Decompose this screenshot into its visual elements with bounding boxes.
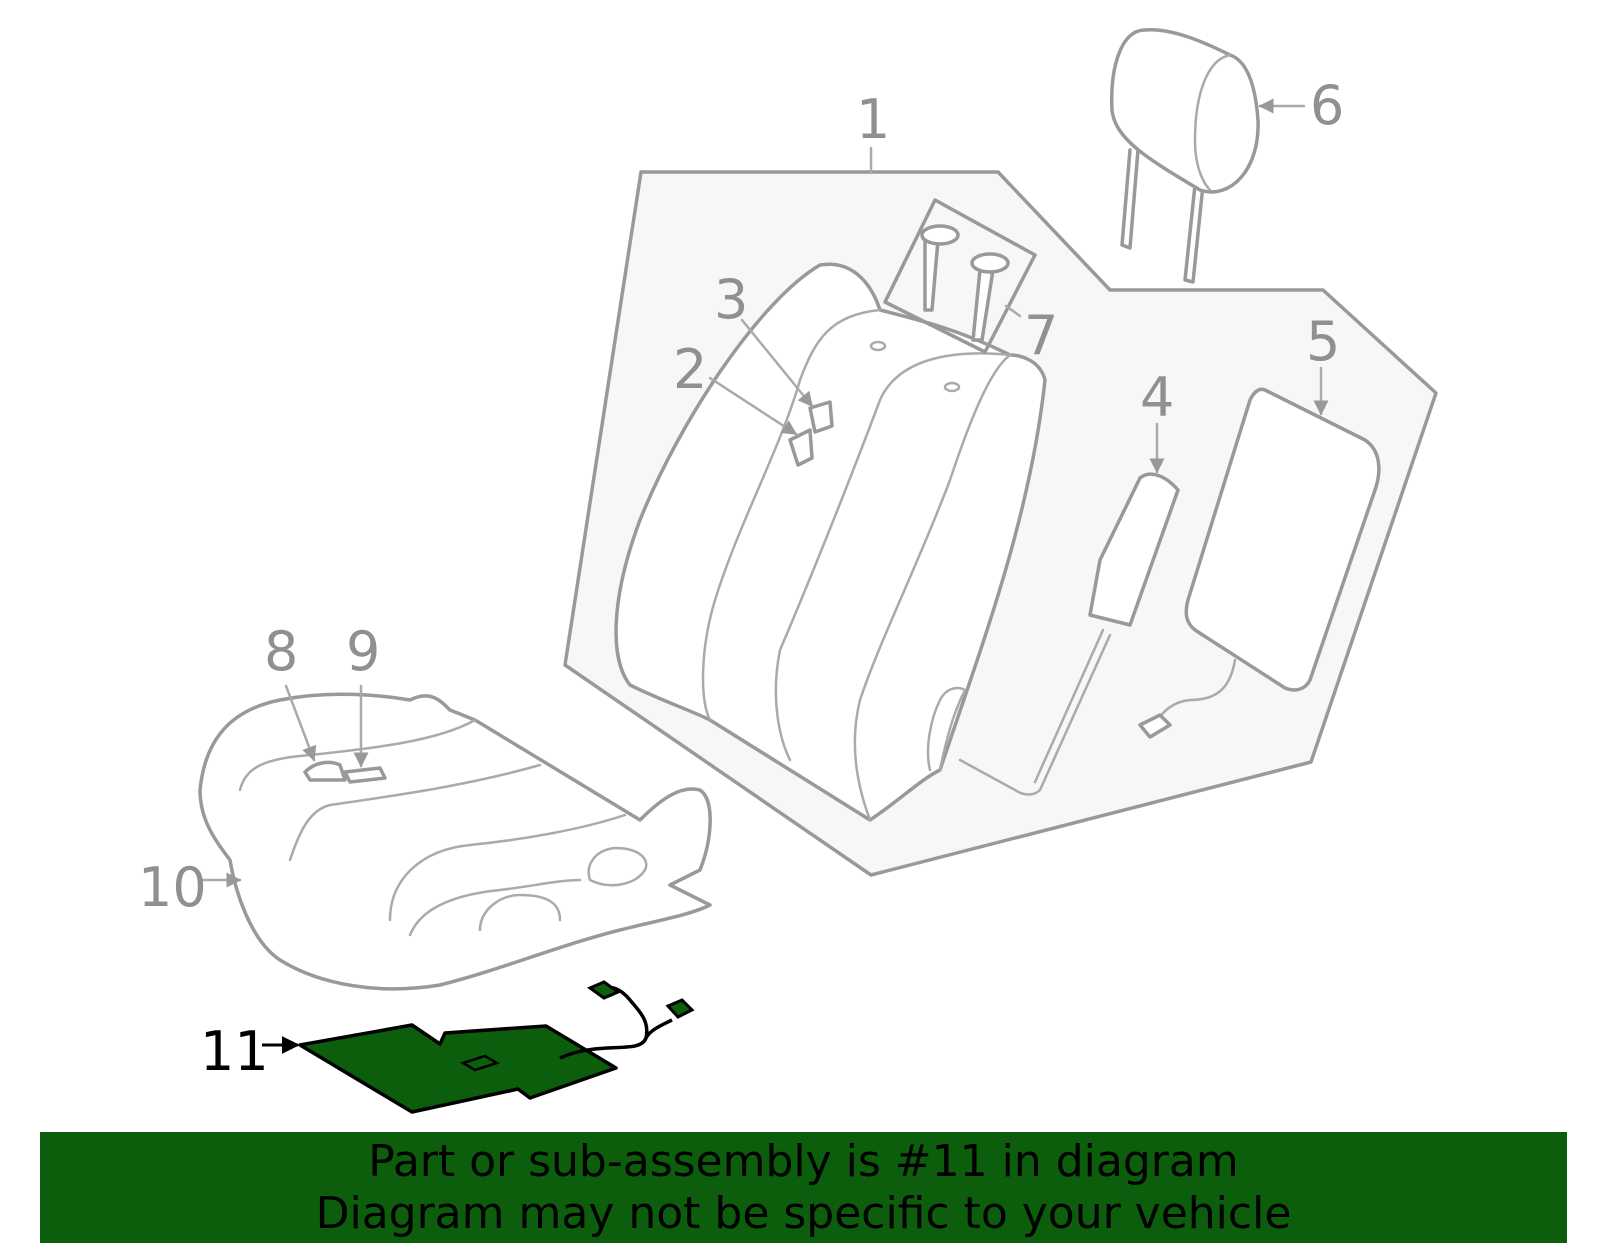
headrest-guides [883, 198, 1037, 354]
info-banner: Part or sub-assembly is #11 in diagram D… [40, 1132, 1567, 1243]
callout-7: 7 [1024, 304, 1058, 367]
callout-2: 2 [673, 338, 707, 401]
banner-line-1: Part or sub-assembly is #11 in diagram [368, 1135, 1239, 1187]
callout-5: 5 [1306, 310, 1340, 373]
side-airbag [958, 472, 1180, 796]
callout-11: 11 [200, 1020, 269, 1083]
callout-10: 10 [138, 856, 207, 919]
callout-8: 8 [264, 620, 298, 683]
leader-lines [201, 98, 1329, 1054]
seat-cushion [198, 692, 712, 991]
callout-9: 9 [346, 620, 380, 683]
callout-4: 4 [1140, 366, 1174, 429]
callout-3: 3 [714, 268, 748, 331]
banner-line-2: Diagram may not be specific to your vehi… [315, 1187, 1292, 1239]
clip-parts [788, 400, 834, 467]
callout-6: 6 [1310, 74, 1344, 137]
callout-1: 1 [856, 88, 890, 151]
side-panel [1138, 387, 1381, 739]
seatback-cushion [614, 262, 1047, 822]
highlighted-part-11 [298, 980, 695, 1114]
headrest [1110, 28, 1260, 284]
